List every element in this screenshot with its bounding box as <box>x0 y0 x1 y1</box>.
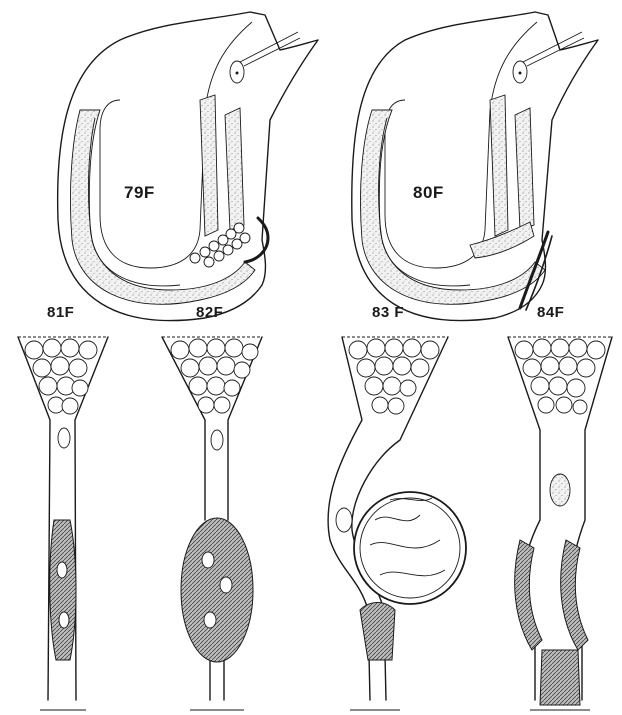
figure-81f-drawing <box>18 337 108 710</box>
figure-81f-cell-mass <box>25 339 97 414</box>
figure-79f-drawing <box>58 12 318 321</box>
figure-83f-cell-mass <box>349 339 439 414</box>
figure-83f-label-text: 83 F <box>372 304 404 321</box>
figure-82f-drawing <box>162 337 262 710</box>
figure-84f-cell-mass <box>515 339 605 414</box>
figure-80f-label-text: 80F <box>413 183 444 203</box>
figure-84f-drawing <box>508 337 612 710</box>
figure-82f-label-text: 82F <box>196 304 223 321</box>
figure-81f-label-text: 81F <box>47 304 74 321</box>
figure-84f-label-text: 84F <box>537 304 564 321</box>
figure-80f-drawing <box>352 12 598 321</box>
figure-82f-cell-mass <box>171 339 258 413</box>
figure-83f-drawing <box>328 337 466 710</box>
figure-79f-cell-row <box>190 223 250 267</box>
figure-79f-label-text: 79F <box>124 183 155 203</box>
